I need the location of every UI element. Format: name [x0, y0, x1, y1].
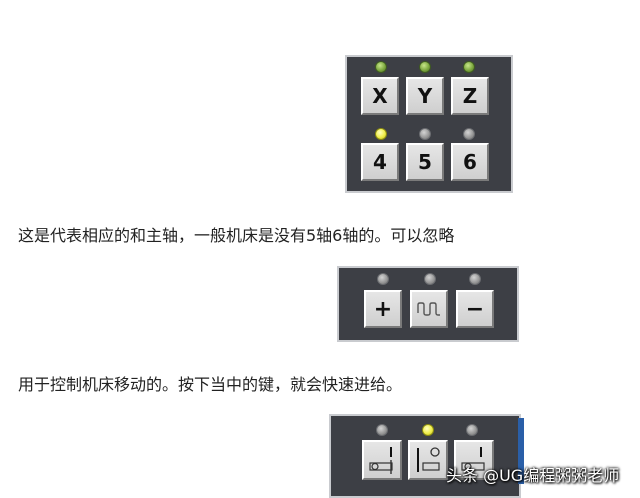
led-plus-indicator — [377, 273, 389, 285]
coolant-left-button[interactable] — [362, 440, 402, 480]
coolant-mid-button[interactable] — [408, 440, 448, 480]
rapid-wave-icon — [417, 302, 440, 316]
led-z-indicator — [463, 61, 475, 73]
led-6-indicator — [463, 128, 475, 140]
jog-plus-button[interactable]: + — [364, 290, 402, 328]
jog-minus-button[interactable]: − — [456, 290, 494, 328]
caption-axis: 这是代表相应的和主轴，一般机床是没有5轴6轴的。可以忽略 — [18, 226, 455, 245]
axis-6-button[interactable]: 6 — [451, 143, 489, 181]
led-minus-indicator — [469, 273, 481, 285]
coolant-tool-right-icon — [461, 447, 485, 471]
led-5-indicator — [419, 128, 431, 140]
led-rapid-indicator — [424, 273, 436, 285]
panel-edge-accent — [518, 418, 524, 484]
rapid-traverse-button[interactable] — [410, 290, 448, 328]
coolant-right-button[interactable] — [454, 440, 494, 480]
caption-jog: 用于控制机床移动的。按下当中的键，就会快速进给。 — [18, 375, 403, 394]
led-coolant-mid-indicator — [422, 424, 434, 436]
coolant-panel — [329, 414, 521, 498]
axis-y-button[interactable]: Y — [406, 77, 444, 115]
jog-panel: + − — [337, 266, 519, 342]
led-x-indicator — [375, 61, 387, 73]
coolant-tool-spindle-icon — [417, 447, 440, 472]
axis-select-panel: X Y Z 4 5 6 — [345, 55, 513, 193]
led-coolant-left-indicator — [376, 424, 388, 436]
coolant-tool-left-icon — [369, 447, 393, 474]
led-4-indicator — [375, 128, 387, 140]
axis-4-button[interactable]: 4 — [361, 143, 399, 181]
led-y-indicator — [419, 61, 431, 73]
led-coolant-right-indicator — [466, 424, 478, 436]
watermark-text: 头条 @UG编程粥粥老师 — [446, 466, 620, 485]
axis-5-button[interactable]: 5 — [406, 143, 444, 181]
axis-x-button[interactable]: X — [361, 77, 399, 115]
axis-z-button[interactable]: Z — [451, 77, 489, 115]
